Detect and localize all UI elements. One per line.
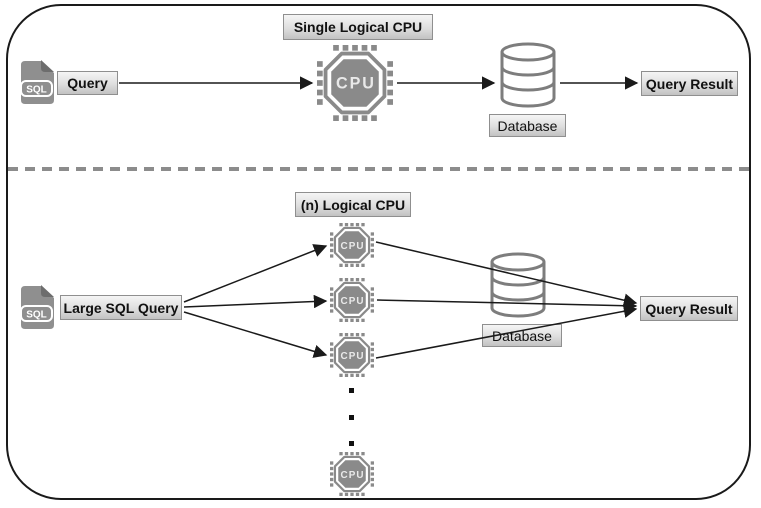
cpu-text: CPU xyxy=(340,351,364,362)
db-ring xyxy=(500,81,556,92)
cpu-die xyxy=(338,341,366,369)
sql-badge-outline xyxy=(20,305,53,322)
cpu-text: CPU xyxy=(336,75,376,93)
cpu-text: CPU xyxy=(340,296,364,307)
file-fold xyxy=(41,60,54,72)
database-icon xyxy=(490,252,546,318)
cpu-icon: CPU xyxy=(330,452,374,496)
query-result-box: Query Result xyxy=(640,296,738,321)
cpu-die xyxy=(338,460,366,488)
cpu-icon: CPU xyxy=(317,45,393,121)
db-top xyxy=(500,42,556,62)
cpu-pins xyxy=(317,45,393,121)
sql-file-icon: SQL xyxy=(20,285,54,329)
cpu-icon: CPU xyxy=(330,278,374,322)
cpu-icon: CPU xyxy=(330,333,374,377)
sql-file-icon: SQL xyxy=(20,60,54,104)
db-body xyxy=(500,52,556,108)
sql-badge-text: SQL xyxy=(26,310,47,321)
cpu-pins xyxy=(330,223,374,267)
cpu-pins xyxy=(330,452,374,496)
single-cpu-title: Single Logical CPU xyxy=(283,14,433,40)
database-label: Database xyxy=(482,324,562,347)
db-ring xyxy=(500,66,556,77)
cpu-text: CPU xyxy=(340,241,364,252)
n-cpu-title: (n) Logical CPU xyxy=(295,192,411,217)
db-top xyxy=(490,252,546,272)
cpu-die xyxy=(331,59,379,107)
sql-badge-text: SQL xyxy=(26,85,47,96)
large-query-box: Large SQL Query xyxy=(60,295,182,320)
cpu-icon: CPU xyxy=(330,223,374,267)
query-box: Query xyxy=(57,71,118,95)
cpu-pins xyxy=(330,278,374,322)
database-icon xyxy=(500,42,556,108)
cpu-die xyxy=(338,286,366,314)
cpu-pins xyxy=(330,333,374,377)
cpu-die xyxy=(338,231,366,259)
rounded-border-frame xyxy=(6,4,751,500)
database-label: Database xyxy=(489,114,566,137)
sql-badge-outline xyxy=(20,80,53,97)
file-fold xyxy=(41,285,54,297)
cpu-text: CPU xyxy=(340,470,364,481)
query-result-box: Query Result xyxy=(641,71,738,96)
